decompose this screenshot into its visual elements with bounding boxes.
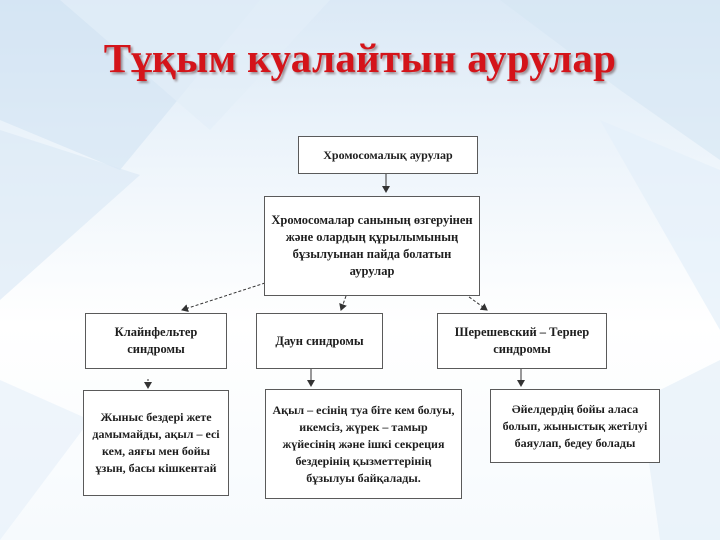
description-box-klinefelter: Жыныс бездері жете дамымайды, ақыл – есі… bbox=[83, 390, 229, 496]
description-box-down: Ақыл – есінің туа біте кем болуы, икемсі… bbox=[265, 389, 462, 499]
branch-box-turner: Шерешевский – Тернер синдромы bbox=[437, 313, 607, 369]
slide-title: Тұқым куалайтын аурулар bbox=[103, 35, 617, 81]
mid-box: Хромосомалар санының өзгеруінен және ола… bbox=[264, 196, 480, 296]
branch-box-down: Даун синдромы bbox=[256, 313, 383, 369]
branch-box-klinefelter: Клайнфельтер синдромы bbox=[85, 313, 227, 369]
top-box: Хромосомалық аурулар bbox=[298, 136, 478, 174]
description-box-turner: Әйелдердің бойы аласа болып, жыныстық же… bbox=[490, 389, 660, 463]
